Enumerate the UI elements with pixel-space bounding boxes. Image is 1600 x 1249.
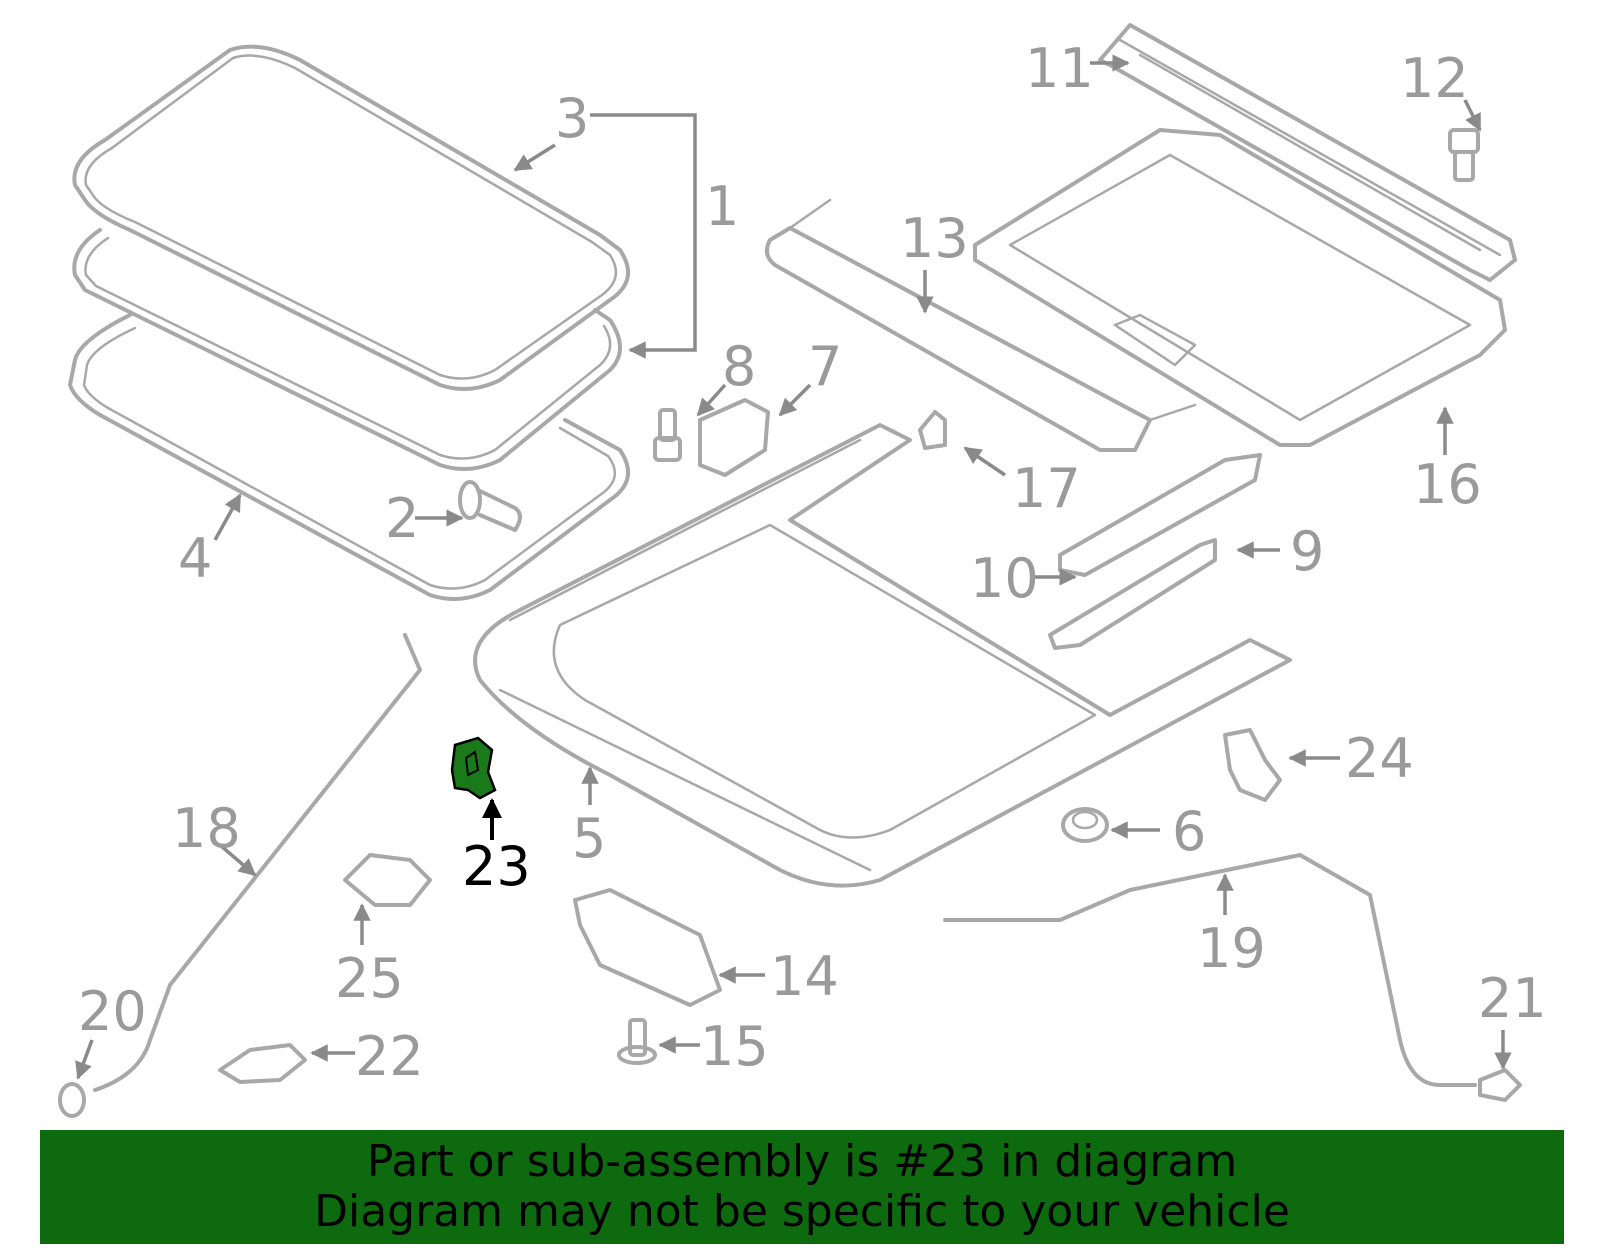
callout-15: 15	[700, 1015, 769, 1078]
part-2-pin	[458, 480, 522, 532]
callout-24: 24	[1345, 727, 1414, 790]
part-10-guide	[1058, 453, 1262, 577]
callout-10: 10	[970, 547, 1039, 610]
part-18-drain-tube	[93, 633, 422, 1092]
part-12-bolt	[1448, 128, 1480, 182]
callout-3: 3	[555, 87, 590, 150]
part-22-clip	[218, 1043, 307, 1084]
part-21-drain-end	[1478, 1068, 1522, 1102]
callout-7: 7	[808, 335, 843, 398]
callout-6: 6	[1172, 800, 1207, 863]
part-11-rear-rail	[1098, 23, 1517, 282]
callout-20: 20	[78, 980, 147, 1043]
callout-13: 13	[900, 207, 969, 270]
callout-4: 4	[178, 527, 213, 590]
callout-22: 22	[355, 1025, 424, 1088]
part-17-clip	[918, 410, 947, 450]
part-13-deflector	[764, 198, 1197, 452]
callout-5: 5	[572, 807, 607, 870]
part-3-glass-panel	[72, 44, 630, 391]
part-7-bracket	[698, 398, 770, 477]
part-23-highlighted	[450, 736, 497, 800]
callout-9: 9	[1290, 520, 1325, 583]
callout-12: 12	[1400, 47, 1469, 110]
part-24-bracket	[1223, 728, 1282, 802]
part-25-clip	[343, 853, 432, 907]
part-8-bolt	[653, 408, 682, 462]
callout-25: 25	[335, 947, 404, 1010]
callout-2: 2	[385, 487, 420, 550]
leader-lines	[75, 54, 1512, 1080]
part-16-sunshade	[973, 128, 1507, 447]
callout-19: 19	[1197, 917, 1266, 980]
info-banner: Part or sub-assembly is #23 in diagram D…	[40, 1130, 1564, 1244]
banner-line-1: Part or sub-assembly is #23 in diagram	[366, 1136, 1238, 1187]
part-1-seal	[72, 228, 622, 471]
part-9-guide	[1048, 538, 1217, 650]
part-15-bolt	[617, 1018, 657, 1065]
callout-1: 1	[705, 175, 740, 238]
banner-line-2: Diagram may not be specific to your vehi…	[314, 1186, 1290, 1237]
callout-14: 14	[770, 945, 839, 1008]
callout-8: 8	[722, 335, 757, 398]
callout-21: 21	[1478, 967, 1547, 1030]
callout-11: 11	[1025, 37, 1094, 100]
callout-23-highlighted: 23	[462, 835, 531, 898]
part-20-grommet	[58, 1082, 86, 1118]
callout-18: 18	[172, 797, 241, 860]
part-5-frame	[473, 423, 1292, 888]
part-6-grommet	[1061, 807, 1109, 843]
callout-17: 17	[1012, 457, 1081, 520]
part-14-motor	[573, 888, 722, 1007]
callout-16: 16	[1413, 453, 1482, 516]
part-4-frame	[68, 313, 630, 601]
part-19-drain-tube	[943, 853, 1477, 1087]
